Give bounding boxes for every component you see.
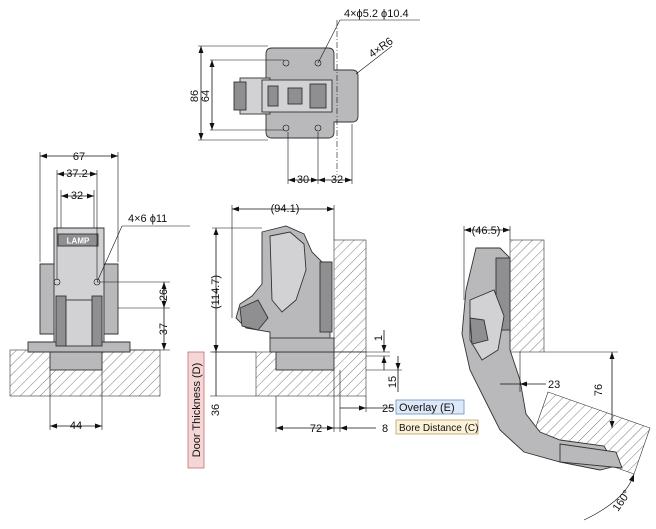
dim-23: 23 xyxy=(548,379,560,391)
front-clip-left xyxy=(55,295,67,347)
top-cup-edge xyxy=(233,81,247,111)
angle-160: 160° xyxy=(611,488,634,514)
dim-86: 86 xyxy=(189,90,201,102)
front-logo-plate xyxy=(57,233,99,247)
dim-37: 37 xyxy=(158,323,170,335)
top-hole-4 xyxy=(314,124,322,132)
hole-spec-front: 4×6 ϕ11 xyxy=(128,213,167,225)
open-view: (46.5) 23 76 160° xyxy=(461,225,651,521)
open-clip xyxy=(469,317,489,345)
dim-72: 72 xyxy=(310,423,322,435)
dim-8: 8 xyxy=(382,423,388,435)
top-arm-detail-a xyxy=(267,85,279,107)
dim-67: 67 xyxy=(73,151,85,163)
overlay-label-box xyxy=(395,399,465,415)
dim-46-5: (46.5) xyxy=(472,225,501,237)
dim-37-2: 37.2 xyxy=(66,168,87,180)
front-cup-insert xyxy=(49,349,103,371)
radius-label: 4×R6 xyxy=(367,35,396,60)
overlay-label: Overlay (E) xyxy=(399,402,455,414)
front-clip-right xyxy=(91,295,103,347)
top-arm-detail-b xyxy=(287,87,303,105)
dim-32-front: 32 xyxy=(71,190,83,202)
side-base xyxy=(269,337,335,353)
open-cup xyxy=(559,443,623,469)
bore-distance-label-box xyxy=(395,419,479,435)
dim-1: 1 xyxy=(373,335,385,341)
dim-26: 26 xyxy=(158,289,170,301)
top-hole-2 xyxy=(314,59,322,67)
side-view: (94.1) (114.7) Door Thickness (D) 36 1 1… xyxy=(187,203,479,469)
top-view: 86 64 30 32 4×ϕ5.2 ϕ10.4 4×R6 xyxy=(189,8,420,186)
top-arm-detail-c xyxy=(309,83,327,109)
side-cabinet-side xyxy=(333,239,367,353)
dim-44: 44 xyxy=(70,420,82,432)
dim-64: 64 xyxy=(200,90,212,102)
hole-spec-top: 4×ϕ5.2 ϕ10.4 xyxy=(344,8,409,20)
door-thickness-label: Door Thickness (D) xyxy=(191,363,203,458)
dim-30: 30 xyxy=(297,174,309,186)
dim-94-1: (94.1) xyxy=(271,203,300,215)
top-hole-1 xyxy=(282,59,290,67)
side-mount-plate xyxy=(319,261,333,333)
front-logo-text: LAMP xyxy=(67,237,90,246)
dim-25: 25 xyxy=(382,403,394,415)
door-thickness-label-box xyxy=(187,351,205,469)
front-view: LAMP 67 37.2 32 4×6 ϕ11 xyxy=(9,151,190,432)
dim-76: 76 xyxy=(593,384,605,396)
dim-114-7: (114.7) xyxy=(210,275,222,309)
top-hole-3 xyxy=(282,124,290,132)
dim-15: 15 xyxy=(387,376,399,388)
open-cabinet-side xyxy=(509,239,545,353)
dim-36: 36 xyxy=(210,404,222,416)
side-clip xyxy=(239,299,269,331)
dim-32: 32 xyxy=(331,174,343,186)
front-clip-center xyxy=(65,299,93,347)
bore-distance-label: Bore Distance (C) xyxy=(399,423,478,434)
side-cup xyxy=(275,351,335,371)
side-arm-upper xyxy=(269,231,307,313)
